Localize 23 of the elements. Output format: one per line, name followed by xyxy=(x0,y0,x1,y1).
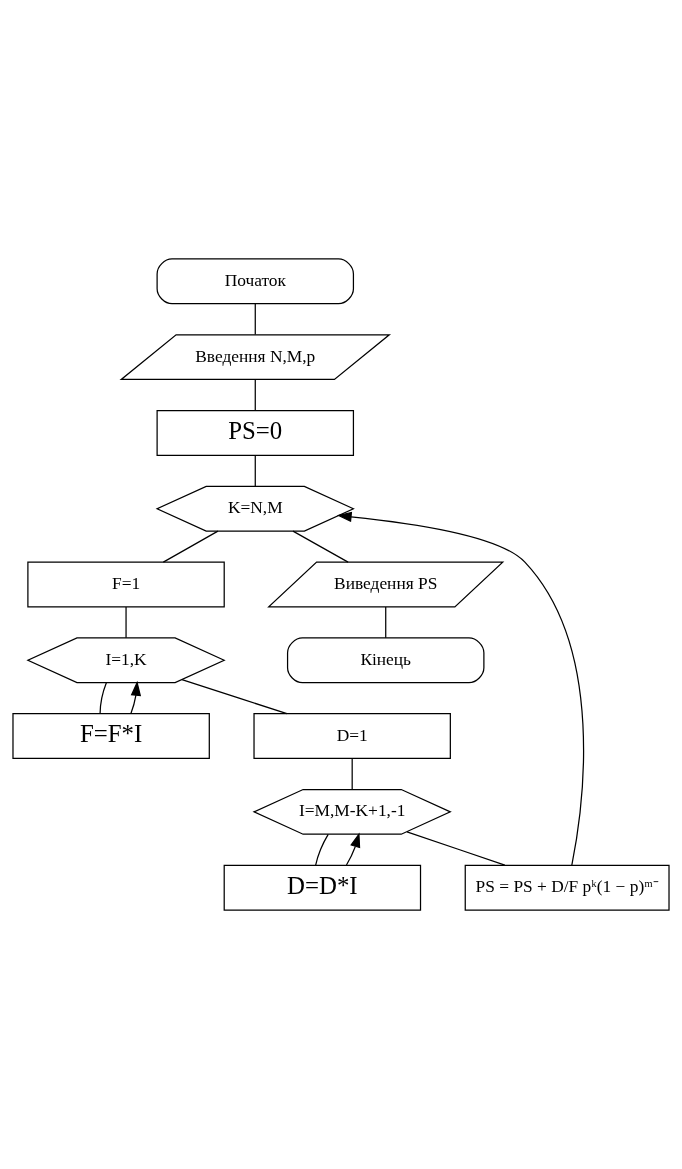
connector xyxy=(385,606,387,639)
node-box: F=F*I xyxy=(12,713,210,760)
node-box: PS=0 xyxy=(156,409,355,456)
arrow xyxy=(130,680,142,715)
node-box: D=1 xyxy=(253,713,451,760)
connector xyxy=(254,303,256,336)
connector xyxy=(181,679,288,715)
node-box: PS = PS + D/F pᵏ(1 − p)ᵐ⁻ xyxy=(464,864,670,911)
connector xyxy=(162,530,219,563)
node-box: F=1 xyxy=(27,561,225,608)
connector xyxy=(254,454,256,487)
connector xyxy=(99,682,107,715)
connector xyxy=(292,530,349,563)
connector xyxy=(125,606,127,639)
connector xyxy=(351,757,353,790)
connector xyxy=(254,378,256,411)
node-box: D=D*I xyxy=(223,864,422,911)
arrow xyxy=(336,511,585,866)
arrow xyxy=(345,832,361,866)
node-box: Кінець xyxy=(286,637,485,684)
connector xyxy=(315,833,329,866)
node-box: Початок xyxy=(156,258,355,305)
connector xyxy=(406,831,506,866)
